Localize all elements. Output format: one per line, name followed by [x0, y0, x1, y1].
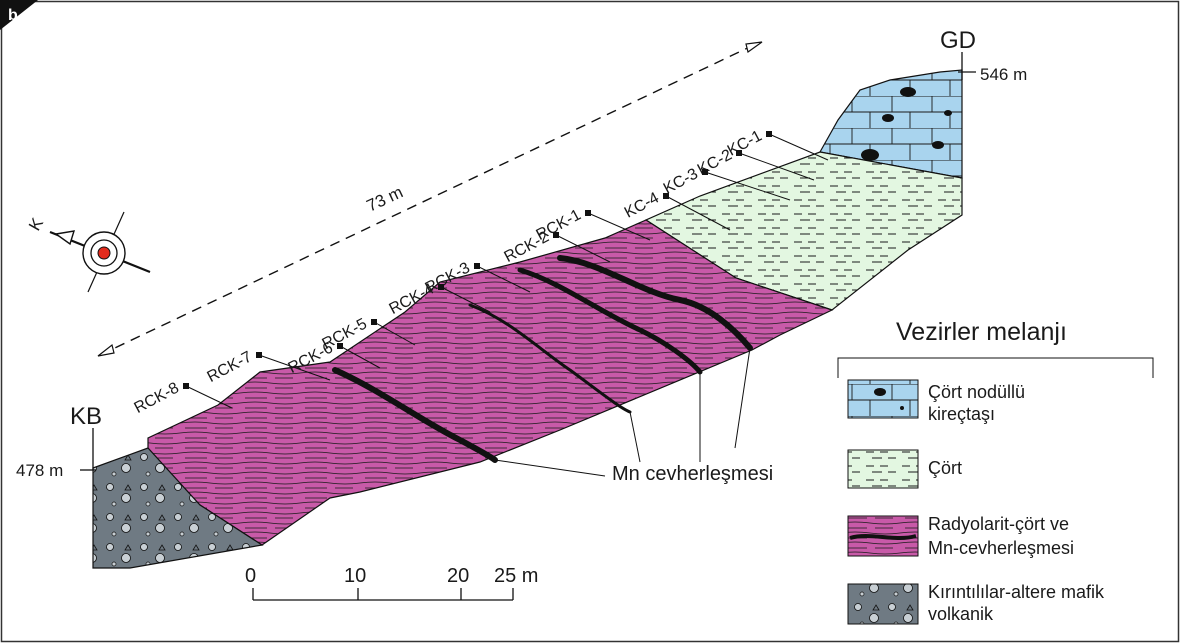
legend-mn-band — [849, 534, 917, 540]
scale-tick-10: 10 — [344, 565, 366, 587]
sample-leader-kc-4 — [665, 195, 731, 231]
legend-swatch-limestone — [847, 379, 919, 419]
sample-point-rck-2 — [553, 232, 559, 238]
length-arrowhead-start — [97, 343, 115, 357]
length-arrowhead-end — [745, 41, 763, 54]
elevation-low: 478 m — [16, 461, 63, 480]
chert-nodule — [900, 406, 904, 410]
legend: Vezirler melanjı Çört nodüllü kireçtaşı … — [837, 318, 1154, 625]
direction-kb: KB — [70, 403, 102, 430]
north-arrow-label: K — [25, 214, 47, 234]
ore-label: Mn cevherleşmesi — [612, 463, 773, 485]
sample-point-rck-1 — [585, 210, 591, 216]
mn-ore-band — [332, 367, 498, 463]
legend-label-clastics-1: Kırıntılılar-altere mafik — [928, 582, 1105, 602]
scale-bar — [252, 588, 514, 601]
sample-label-kc-2: KC-2 — [695, 146, 735, 178]
north-arrow — [49, 211, 151, 293]
sample-point-rck-6 — [337, 343, 343, 349]
legend-label-clastics-2: volkanik — [928, 604, 994, 624]
sample-point-rck-4 — [438, 284, 444, 290]
legend-label-radiolarite-1: Radyolarit-çört ve — [928, 514, 1069, 534]
chert-nodule — [882, 114, 894, 122]
mn-ore-band — [557, 255, 753, 351]
sample-leader-kc-2 — [738, 152, 815, 181]
sample-leader-rck-4 — [440, 286, 491, 313]
sample-leader-kc-3 — [704, 171, 791, 201]
sample-point-kc-1 — [766, 131, 772, 137]
ore-leader — [494, 459, 606, 477]
sample-point-rck-3 — [474, 263, 480, 269]
legend-label-chert: Çört — [928, 458, 962, 478]
sample-leader-rck-3 — [476, 265, 531, 293]
legend-title: Vezirler melanjı — [896, 318, 1067, 346]
length-label: 73 m — [364, 182, 406, 215]
unit-cherty-limestone — [819, 69, 963, 179]
sample-point-rck-8 — [183, 383, 189, 389]
chert-nodule — [861, 149, 879, 161]
legend-swatch-clastics — [847, 583, 919, 625]
unit-clastics-mafic-volcanic — [92, 447, 264, 569]
legend-label-limestone-1: Çört nodüllü — [928, 382, 1025, 402]
scale-tick-25: 25 m — [494, 565, 538, 587]
sample-leader-rck-5 — [373, 321, 416, 346]
scale-tick-20: 20 — [447, 565, 469, 587]
sample-leader-rck-6 — [339, 345, 381, 369]
sample-leader-rck-2 — [555, 234, 611, 263]
chert-nodule — [900, 87, 916, 97]
elevation-high: 546 m — [980, 65, 1027, 84]
mn-ore-band — [517, 267, 703, 375]
legend-bracket — [837, 357, 1154, 378]
ore-leader — [734, 347, 751, 449]
sample-leader-rck-7 — [258, 354, 331, 381]
legend-swatch-chert — [847, 449, 919, 489]
panel-label: b — [8, 7, 18, 24]
sample-point-kc-2 — [736, 150, 742, 156]
sample-leader-rck-8 — [185, 385, 233, 409]
legend-label-limestone-2: kireçtaşı — [928, 404, 995, 424]
length-dashed-line — [99, 43, 757, 356]
sample-point-kc-4 — [663, 193, 669, 199]
chert-nodule — [932, 141, 944, 149]
cross-section-units — [92, 69, 963, 569]
chert-nodule — [874, 388, 886, 396]
sample-label-kc-3: KC-3 — [661, 165, 701, 197]
sample-leader-kc-1 — [768, 133, 829, 161]
sample-label-rck-7: RCK-7 — [205, 348, 255, 386]
sample-label-rck-8: RCK-8 — [132, 379, 182, 417]
sample-point-kc-3 — [702, 169, 708, 175]
chert-nodule — [944, 110, 952, 116]
ore-leader — [629, 411, 641, 463]
mn-ore-band — [468, 303, 632, 414]
direction-gd: GD — [940, 27, 976, 54]
scale-tick-0: 0 — [245, 565, 256, 587]
sample-point-rck-7 — [256, 352, 262, 358]
legend-label-radiolarite-2: Mn-cevherleşmesi — [928, 538, 1074, 558]
panel-label-tab — [0, 0, 38, 30]
sample-point-rck-5 — [371, 319, 377, 325]
sample-leader-rck-1 — [587, 212, 651, 241]
